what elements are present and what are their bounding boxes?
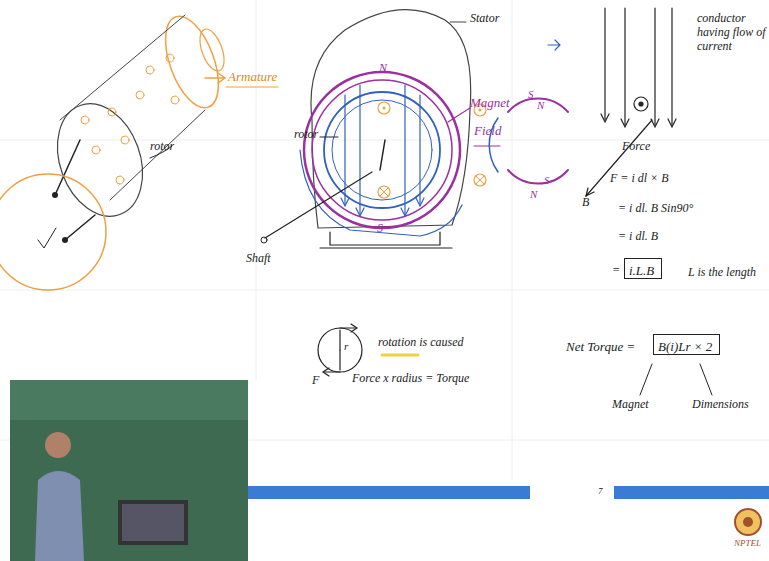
board-label: conductor having flow of current [697,12,767,53]
formula-text: B(i)Lr × 2 [658,339,712,354]
board-label: Field [474,124,501,139]
board-label: Armature [228,70,277,85]
board-label: rotor [294,128,318,142]
board-label: N [379,62,387,76]
board-label: Net Torque = [566,340,635,355]
board-label: Dimensions [692,398,749,412]
board-label: Shaft [246,252,271,266]
board-label: Magnet [612,398,649,412]
board-label: L is the length [688,266,756,280]
board-label: r [344,340,348,353]
formula-box: B(i)Lr × 2 [653,334,720,355]
formula-text: i.L.B [629,263,654,278]
board-label: = [612,264,620,278]
board-label: rotor [150,140,174,154]
board-label: B [582,196,589,210]
board-label: F [312,374,319,388]
board-label: NPTEL [734,538,761,548]
board-label: S [377,222,383,236]
board-label: N [537,99,544,112]
board-label: Magnet [470,96,510,111]
board-label: 7 [598,486,603,496]
board-label: S [544,174,550,187]
board-label: N [530,188,537,201]
board-label: = i dl. B Sin90° [618,202,693,216]
board-label: Force x radius = Torque [352,372,469,386]
board-label: S [528,88,534,101]
board-label: rotation is caused [378,336,464,350]
board-label: = i dl. B [618,230,658,244]
board-label: Stator [470,12,499,26]
board-label: F = i dl × B [610,172,669,186]
board-label: Force [622,140,650,154]
formula-box: i.L.B [624,258,662,279]
